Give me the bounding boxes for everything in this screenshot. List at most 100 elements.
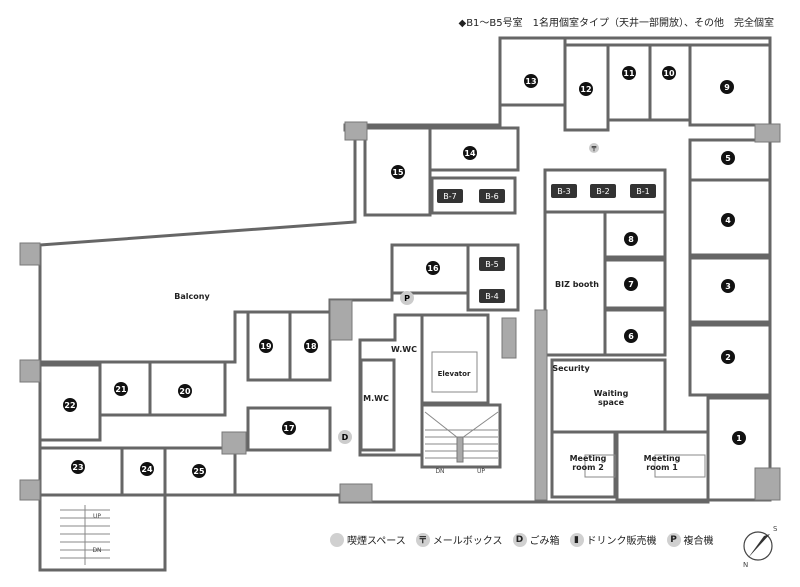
meeting-room-1-label-1: Meeting: [644, 454, 681, 463]
room-badge-11: 11: [622, 66, 636, 80]
lower-stairs-up-label: UP: [93, 513, 101, 520]
booth-b6: B-6: [479, 189, 505, 203]
security-label: Security: [552, 364, 590, 373]
elevator-car: [431, 351, 478, 393]
svg-text:9: 9: [724, 83, 730, 92]
waiting-label-2: space: [598, 398, 625, 407]
vending-icon: ▮: [569, 532, 584, 547]
svg-text:〒: 〒: [591, 145, 598, 153]
room-badge-14: 14: [463, 146, 477, 160]
svg-text:B-3: B-3: [557, 187, 570, 196]
booth-b2: B-2: [590, 184, 616, 198]
svg-text:17: 17: [283, 424, 294, 433]
room-badge-7: 7: [624, 277, 638, 291]
svg-text:B-6: B-6: [485, 192, 498, 201]
svg-text:15: 15: [392, 168, 404, 177]
legend-item-mailbox: 〒メールボックス: [415, 532, 503, 547]
room-badge-22: 22: [63, 398, 77, 412]
stairs-up-label: UP: [477, 468, 485, 475]
room-badge-6: 6: [624, 329, 638, 343]
room-badge-10: 10: [662, 66, 676, 80]
meeting-room-1-label-2: room 1: [646, 463, 678, 472]
room-badge-2: 2: [721, 350, 735, 364]
biz-booth-area: [543, 210, 607, 357]
svg-text:2: 2: [725, 353, 731, 362]
booth-b3: B-3: [551, 184, 577, 198]
svg-text:B-4: B-4: [485, 292, 498, 301]
stairs-dn-label: DN: [435, 468, 444, 475]
meeting-room-2-label-2: room 2: [572, 463, 604, 472]
lower-stairs-dn-label: DN: [92, 547, 101, 554]
lower-stairs: [38, 493, 167, 572]
svg-text:10: 10: [663, 69, 675, 78]
room-badge-15: 15: [391, 165, 405, 179]
printer-icon: P: [666, 532, 681, 547]
waiting-space: [550, 358, 667, 434]
m-wc-label: M.WC: [363, 394, 389, 403]
svg-text:P: P: [404, 294, 410, 303]
booths-b5-b4: [466, 243, 520, 312]
biz-booth-label: BIZ booth: [555, 280, 599, 289]
svg-text:B-1: B-1: [636, 187, 649, 196]
room-badge-24: 24: [140, 462, 154, 476]
room-9: [688, 43, 772, 127]
svg-text:21: 21: [115, 385, 127, 394]
svg-text:20: 20: [179, 387, 191, 396]
waiting-label-1: Waiting: [594, 389, 629, 398]
room-20: [148, 360, 227, 417]
room-badge-1: 1: [732, 431, 746, 445]
booth-b5: B-5: [479, 257, 505, 271]
svg-text:11: 11: [623, 69, 635, 78]
room-badge-3: 3: [721, 279, 735, 293]
room-badge-5: 5: [721, 151, 735, 165]
svg-text:24: 24: [141, 465, 153, 474]
legend-item-smoking: 喫煙スペース: [330, 532, 406, 547]
mailbox-marker: 〒: [589, 143, 599, 153]
svg-text:23: 23: [72, 463, 83, 472]
room-badge-20: 20: [178, 384, 192, 398]
svg-text:7: 7: [628, 280, 634, 289]
m-wc: [359, 358, 396, 452]
room-7: [603, 258, 667, 310]
svg-text:12: 12: [580, 85, 591, 94]
room-badge-19: 19: [259, 339, 273, 353]
svg-text:6: 6: [628, 332, 634, 341]
elevator-label: Elevator: [438, 370, 471, 378]
meeting-table-1: [654, 454, 706, 478]
compass-icon: S N: [743, 525, 778, 569]
room-badge-18: 18: [304, 339, 318, 353]
room-badge-17: 17: [282, 421, 296, 435]
svg-text:B-2: B-2: [596, 187, 609, 196]
booth-b4: B-4: [479, 289, 505, 303]
room-badge-16: 16: [426, 261, 440, 275]
svg-text:22: 22: [64, 401, 75, 410]
room-badge-13: 13: [524, 74, 538, 88]
svg-text:3: 3: [725, 282, 731, 291]
svg-text:14: 14: [464, 149, 476, 158]
room-10: [648, 43, 692, 122]
svg-text:13: 13: [525, 77, 536, 86]
svg-text:19: 19: [260, 342, 272, 351]
svg-text:4: 4: [725, 216, 731, 225]
trash-icon: D: [512, 532, 527, 547]
room-badge-8: 8: [624, 232, 638, 246]
trash-marker: D: [338, 430, 352, 444]
lower-stair-treads: [60, 505, 110, 565]
room-13: [498, 36, 567, 107]
mailbox-icon: 〒: [415, 532, 430, 547]
room-11: [606, 43, 652, 122]
svg-text:8: 8: [628, 235, 634, 244]
booth-b7: B-7: [437, 189, 463, 203]
svg-text:B-7: B-7: [443, 192, 456, 201]
room-badge-9: 9: [720, 80, 734, 94]
room-badge-23: 23: [71, 460, 85, 474]
room-badge-12: 12: [579, 82, 593, 96]
balcony-label: Balcony: [174, 292, 210, 301]
svg-text:B-5: B-5: [485, 260, 498, 269]
room-badge-4: 4: [721, 213, 735, 227]
svg-text:18: 18: [305, 342, 317, 351]
